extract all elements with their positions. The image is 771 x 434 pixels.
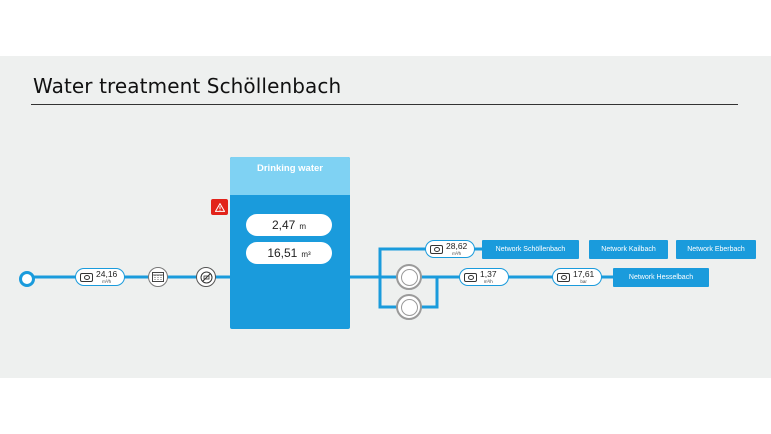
schematic-panel (0, 56, 771, 378)
pressure-unit: bar (580, 278, 587, 284)
tank-header: Drinking water (230, 157, 350, 195)
flow-meter-icon (430, 244, 443, 254)
pressure-value: 17,61 (573, 269, 595, 279)
upper-flow-unit: m³/h (452, 250, 462, 256)
lower-flow-meter[interactable]: 1,37 m³/h (459, 268, 509, 286)
inflow-flow-meter[interactable]: 24,16 m³/h (75, 268, 125, 286)
disinfection-icon (200, 271, 212, 283)
title-divider (31, 104, 738, 105)
upper-flow-value: 28,62 (446, 241, 468, 251)
tank-volume-readout[interactable]: 16,51 m³ (246, 242, 332, 264)
drinking-water-tank[interactable]: Drinking water 2,47 m 16,51 m³ (230, 157, 350, 329)
flow-meter-icon (464, 272, 477, 282)
tank-alarm-badge[interactable] (211, 199, 228, 215)
filter-device[interactable] (148, 267, 168, 287)
pump-icon (400, 298, 418, 316)
pump-icon (400, 268, 418, 286)
tank-level-readout[interactable]: 2,47 m (246, 214, 332, 236)
network-kailbach-button[interactable]: Network Kailbach (589, 240, 668, 259)
flow-meter-icon (80, 272, 93, 282)
pump-2[interactable] (396, 294, 422, 320)
pressure-meter-icon (557, 272, 570, 282)
tank-level-value: 2,47 (271, 218, 296, 232)
filter-icon (152, 272, 164, 282)
pump-1[interactable] (396, 264, 422, 290)
tank-volume-unit: m³ (301, 250, 311, 259)
network-hesselbach-button[interactable]: Network Hesselbach (613, 268, 709, 287)
lower-flow-value: 1,37 (480, 269, 497, 279)
disinfection-device[interactable] (196, 267, 216, 287)
inflow-flow-value: 24,16 (96, 269, 118, 279)
upper-flow-meter[interactable]: 28,62 m³/h (425, 240, 475, 258)
network-eberbach-button[interactable]: Network Eberbach (676, 240, 756, 259)
inflow-source-node[interactable] (19, 271, 35, 287)
page-title: Water treatment Schöllenbach (33, 74, 342, 98)
pressure-meter[interactable]: 17,61 bar (552, 268, 602, 286)
network-schoellenbach-button[interactable]: Network Schöllenbach (482, 240, 579, 259)
tank-level-unit: m (299, 222, 307, 231)
inflow-flow-unit: m³/h (102, 278, 112, 284)
warning-icon (214, 202, 225, 212)
lower-flow-unit: m³/h (483, 278, 493, 284)
tank-title: Drinking water (257, 163, 323, 174)
tank-volume-value: 16,51 (267, 246, 298, 260)
